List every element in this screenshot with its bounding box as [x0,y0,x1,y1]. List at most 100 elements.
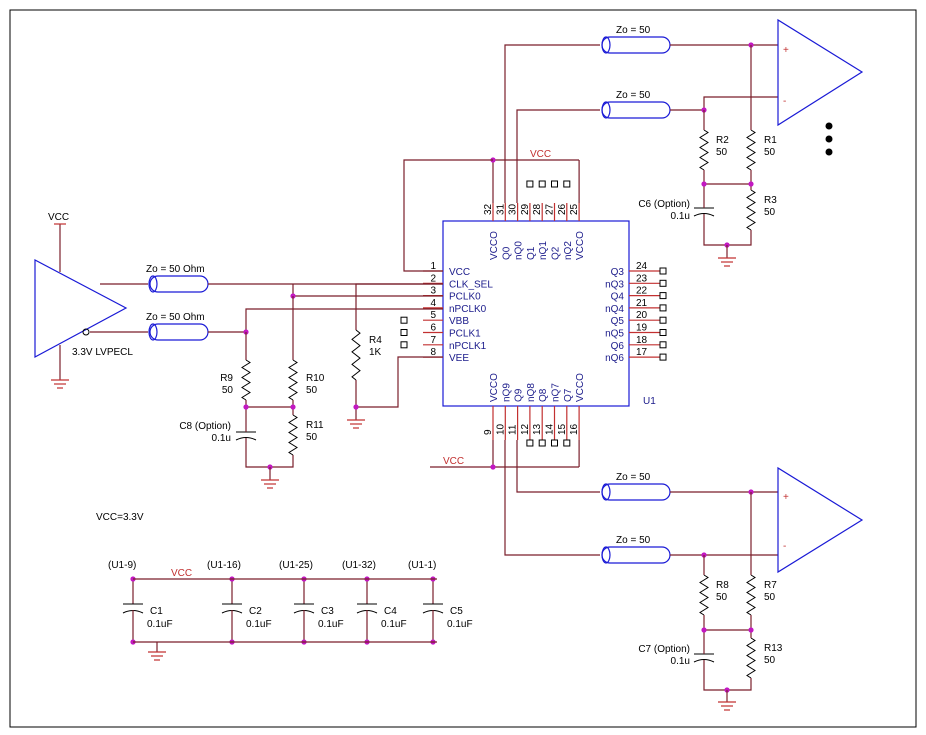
u1-pin-name: nPCLK1 [449,341,487,352]
resistor-R2-value: 50 [716,147,728,158]
nc-pin-marker [400,329,408,336]
lvpecl-driver [34,259,128,359]
u1-pin-name: nQ6 [605,353,624,364]
u1-pin-num: 2 [430,273,436,284]
cap-plate [693,213,715,217]
resistor-R13-value: 50 [764,655,776,666]
resistor-R3 [746,189,756,231]
u1-pin-num: 7 [430,335,436,346]
resistor-R7-ref: R7 [764,580,777,591]
more-outputs-dot [825,148,833,156]
wire [703,668,752,691]
u1-pin-name: VCC [449,267,470,278]
u1-pin-num: 29 [520,203,531,215]
decap-C2-tag: (U1-16) [207,560,241,571]
decap-C5-tag: (U1-1) [408,560,436,571]
tline-in-bot-label: Zo = 50 Ohm [146,312,205,323]
receiver-bot-minus: - [783,541,786,552]
nq0-net [516,109,600,203]
ground-icon [347,419,365,429]
vcc-pin1-wire [403,159,493,272]
nc-pin-marker [659,279,667,287]
u1-pin-name: nQ2 [563,241,574,260]
u1-pin-num: 17 [636,347,648,358]
junction [490,464,496,470]
u1-pin-name: nQ0 [514,241,525,260]
u1-pin-name: PCLK1 [449,329,481,340]
u1-pin-num: 23 [636,273,648,284]
decap-vcc-label: VCC [171,568,192,579]
cap-C6-ref: C6 (Option) [638,199,690,210]
nc-pin-marker [659,267,667,275]
receiver-top [777,18,864,127]
tline-out-top-p [601,36,671,54]
resistor-R7-value: 50 [764,592,776,603]
u1-pin-name: nQ1 [538,241,549,260]
nc-pin-marker [538,180,546,188]
tline-in-bot [148,323,209,341]
u1-pin-name: VCCO [489,373,500,402]
tline-in-top-label: Zo = 50 Ohm [146,264,205,275]
vee-wire [355,356,443,408]
cap-C8-ref: C8 (Option) [179,421,231,432]
nclk-net [208,308,443,333]
u1-pin-num: 20 [636,310,648,321]
u1-pin-name: nQ8 [526,383,537,402]
resistor-R11-ref: R11 [306,420,324,431]
decap-C1-ref: C1 [150,606,163,617]
u1-pin-name: VCCO [575,373,586,402]
decap-C1-tag: (U1-9) [108,560,136,571]
u1-pin-num: 26 [557,203,568,215]
u1-pin-num: 18 [636,335,648,346]
u1-pin-num: 11 [508,424,519,435]
u1-pin-name: nPCLK0 [449,304,487,315]
u1-pin-num: 8 [430,347,436,358]
u1-pin-name: Q8 [538,388,549,402]
u1-pin-name: VCCO [489,231,500,260]
nc-pin-marker [400,316,408,324]
u1-left-pins: 1VCC2CLK_SEL3PCLK04nPCLK05VBB6PCLK17nPCL… [400,261,493,364]
u1-pin-num: 21 [636,298,648,309]
u1-pin-num: 12 [520,423,531,435]
decap-C3-ref: C3 [321,606,334,617]
nc-pin-marker [659,329,667,336]
wire [670,96,778,111]
resistor-R3-value: 50 [764,207,776,218]
resistor-R2 [699,129,709,171]
term-gnd-wire [245,445,294,468]
cap-C7-value: 0.1u [671,656,690,667]
nc-pin-marker [526,439,534,447]
u1-pin-name: VEE [449,353,469,364]
ground-icon [718,701,736,711]
resistor-R1 [746,129,756,171]
u1-pin-num: 25 [569,203,580,215]
u1-pin-name: Q4 [611,292,625,303]
u1-pin-name: Q7 [563,388,574,402]
tline-out-top-p-label: Zo = 50 [616,25,651,36]
tline-out-top-n-label: Zo = 50 [616,90,651,101]
junction [748,627,754,633]
decap-C2-ref: C2 [249,606,262,617]
resistor-R11-value: 50 [306,432,318,443]
resistor-R8-ref: R8 [716,580,729,591]
wire [516,440,600,493]
u1-pin-name: PCLK0 [449,292,481,303]
decap-C4-ref: C4 [384,606,397,617]
nc-pin-marker [659,292,667,300]
u1-ref: U1 [643,396,656,407]
resistor-R3-ref: R3 [764,195,777,206]
cap-plate [235,437,257,441]
resistor-R10-value: 50 [306,385,318,396]
clksel-wire [355,283,443,330]
resistor-R4 [351,329,361,381]
u1-pin-num: 9 [483,429,494,435]
driver-label: 3.3V LVPECL [72,347,133,358]
decap-C5-ref: C5 [450,606,463,617]
tline-out-bot-p [601,483,671,501]
nc-pin-marker [659,316,667,324]
u1-pin-name: Q9 [514,388,525,402]
